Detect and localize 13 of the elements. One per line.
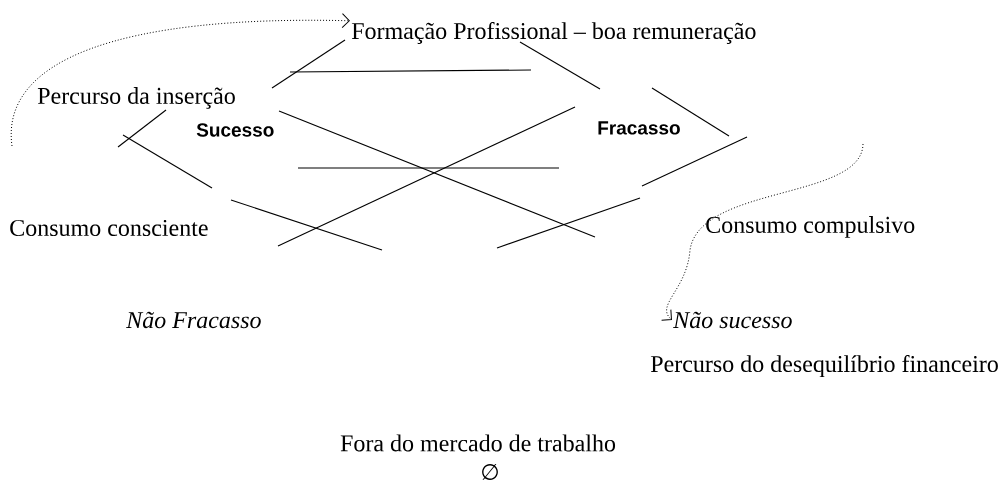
curved-arrow [661, 143, 864, 321]
node-text: Formação Profissional – boa remuneração [351, 22, 756, 44]
bold-label: Fracasso [598, 121, 680, 135]
text-label: Percurso do desequilíbrio financeiro [650, 355, 998, 377]
text-label: Fora do mercado de trabalho [340, 434, 616, 452]
curved-arrow [11, 13, 350, 147]
symbol-label: ∅ [482, 464, 498, 480]
node-text: Não sucesso [673, 311, 792, 329]
text-label: Consumo compulsivo [706, 216, 915, 238]
text-label: Consumo consciente [10, 219, 208, 237]
bold-label: Sucesso [196, 123, 274, 137]
text-label: Não Fracasso [126, 311, 261, 329]
text-label: Percurso da inserção [37, 87, 235, 109]
